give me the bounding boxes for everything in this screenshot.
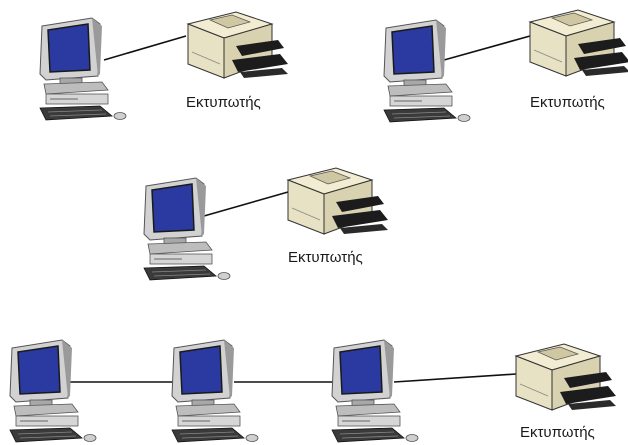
computer-icon [331, 339, 419, 443]
printer-icon [187, 11, 289, 79]
printer-icon [529, 9, 628, 77]
computer-icon [171, 339, 259, 443]
computer-icon [383, 19, 471, 123]
printer-label: Εκτυπωτής [288, 249, 363, 266]
group-top-left [39, 11, 289, 121]
printer-label: Εκτυπωτής [520, 424, 595, 441]
cable [393, 373, 517, 383]
group-top-right [383, 9, 628, 123]
group-bottom-chain [9, 339, 617, 443]
cable [103, 35, 187, 61]
cable [443, 35, 531, 61]
computer-icon [143, 177, 231, 281]
group-middle [143, 167, 389, 281]
printer-label: Εκτυπωτής [530, 94, 605, 111]
printer-label: Εκτυπωτής [186, 94, 261, 111]
cable [203, 191, 289, 217]
printer-icon [515, 343, 617, 411]
computer-icon [39, 17, 127, 121]
computer-icon [9, 339, 97, 443]
printer-icon [287, 167, 389, 235]
